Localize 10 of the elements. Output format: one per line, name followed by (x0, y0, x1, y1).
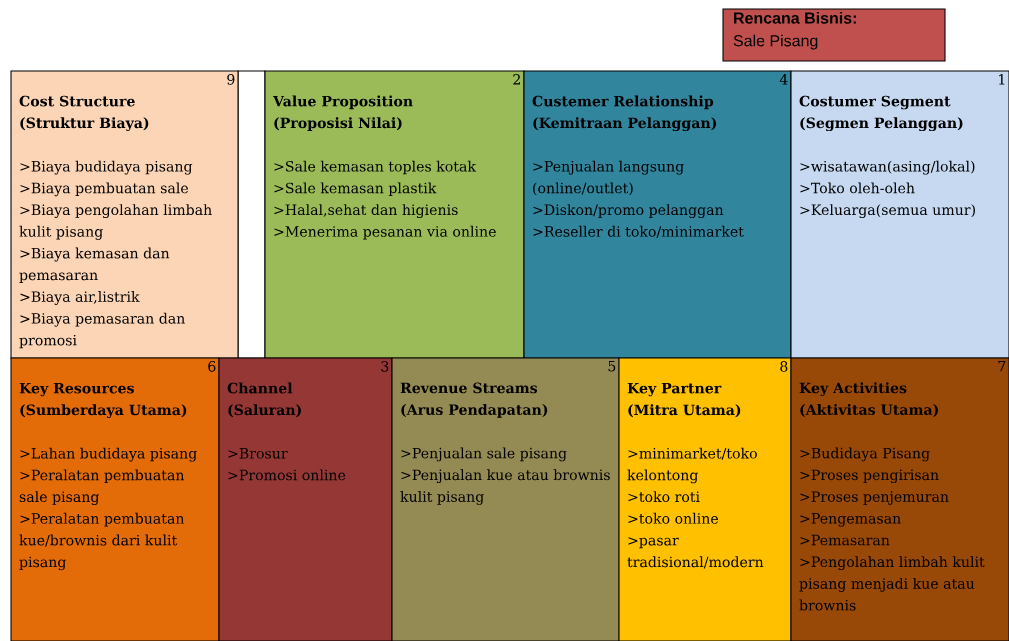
canvas-block: 1 Costumer Segment (Segmen Pelanggan) >wisatawan(asing/lokal) >Toko oleh-oleh >Keluarga(semua umur) (790, 70, 1009, 359)
canvas-block: 7 Key Activities (Aktivitas Utama) >Budidaya Pisang >Proses pengirisan >Proses penjemuran >Pengemasan >Pemasaran >Pengolahan limbah kulit pisang menjadi kue atau brownis (790, 357, 1009, 641)
canvas-block: 6 Key Resources (Sumberdaya Utama) >Lahan budidaya pisang >Peralatan pembuatan sale pisang >Peralatan pembuatan kue/brownis dari kulit pisang (10, 357, 220, 641)
title-box: Rencana Bisnis: Sale Pisang (722, 8, 946, 62)
canvas-block: 8 Key Partner (Mitra Utama) >minimarket/toko kelontong >toko roti >toko online >pasar tradisional/modern (618, 357, 792, 641)
canvas-block: 4 Custemer Relationship (Kemitraan Pelanggan) >Penjualan langsung (online/outlet) >Diskon/promo pelanggan >Reseller di toko/minimarket (523, 70, 792, 359)
canvas-block: 2 Value Proposition (Proposisi Nilai) >Sale kemasan toples kotak >Sale kemasan plastik >Halal,sehat dan higienis >Menerima pesanan via online (264, 70, 525, 359)
canvas-block: 5 Revenue Streams (Arus Pendapatan) >Penjualan sale pisang >Penjualan kue atau brownis kulit pisang (391, 357, 620, 641)
canvas-block: 9 Cost Structure (Struktur Biaya) >Biaya budidaya pisang >Biaya pembuatan sale >Biaya pengolahan limbah kulit pisang >Biaya kemasan dan pemasaran >Biaya air,listrik >Biaya pemasaran dan promosi (10, 70, 239, 359)
canvas-block: 3 Channel (Saluran) >Brosur >Promosi online (218, 357, 393, 641)
